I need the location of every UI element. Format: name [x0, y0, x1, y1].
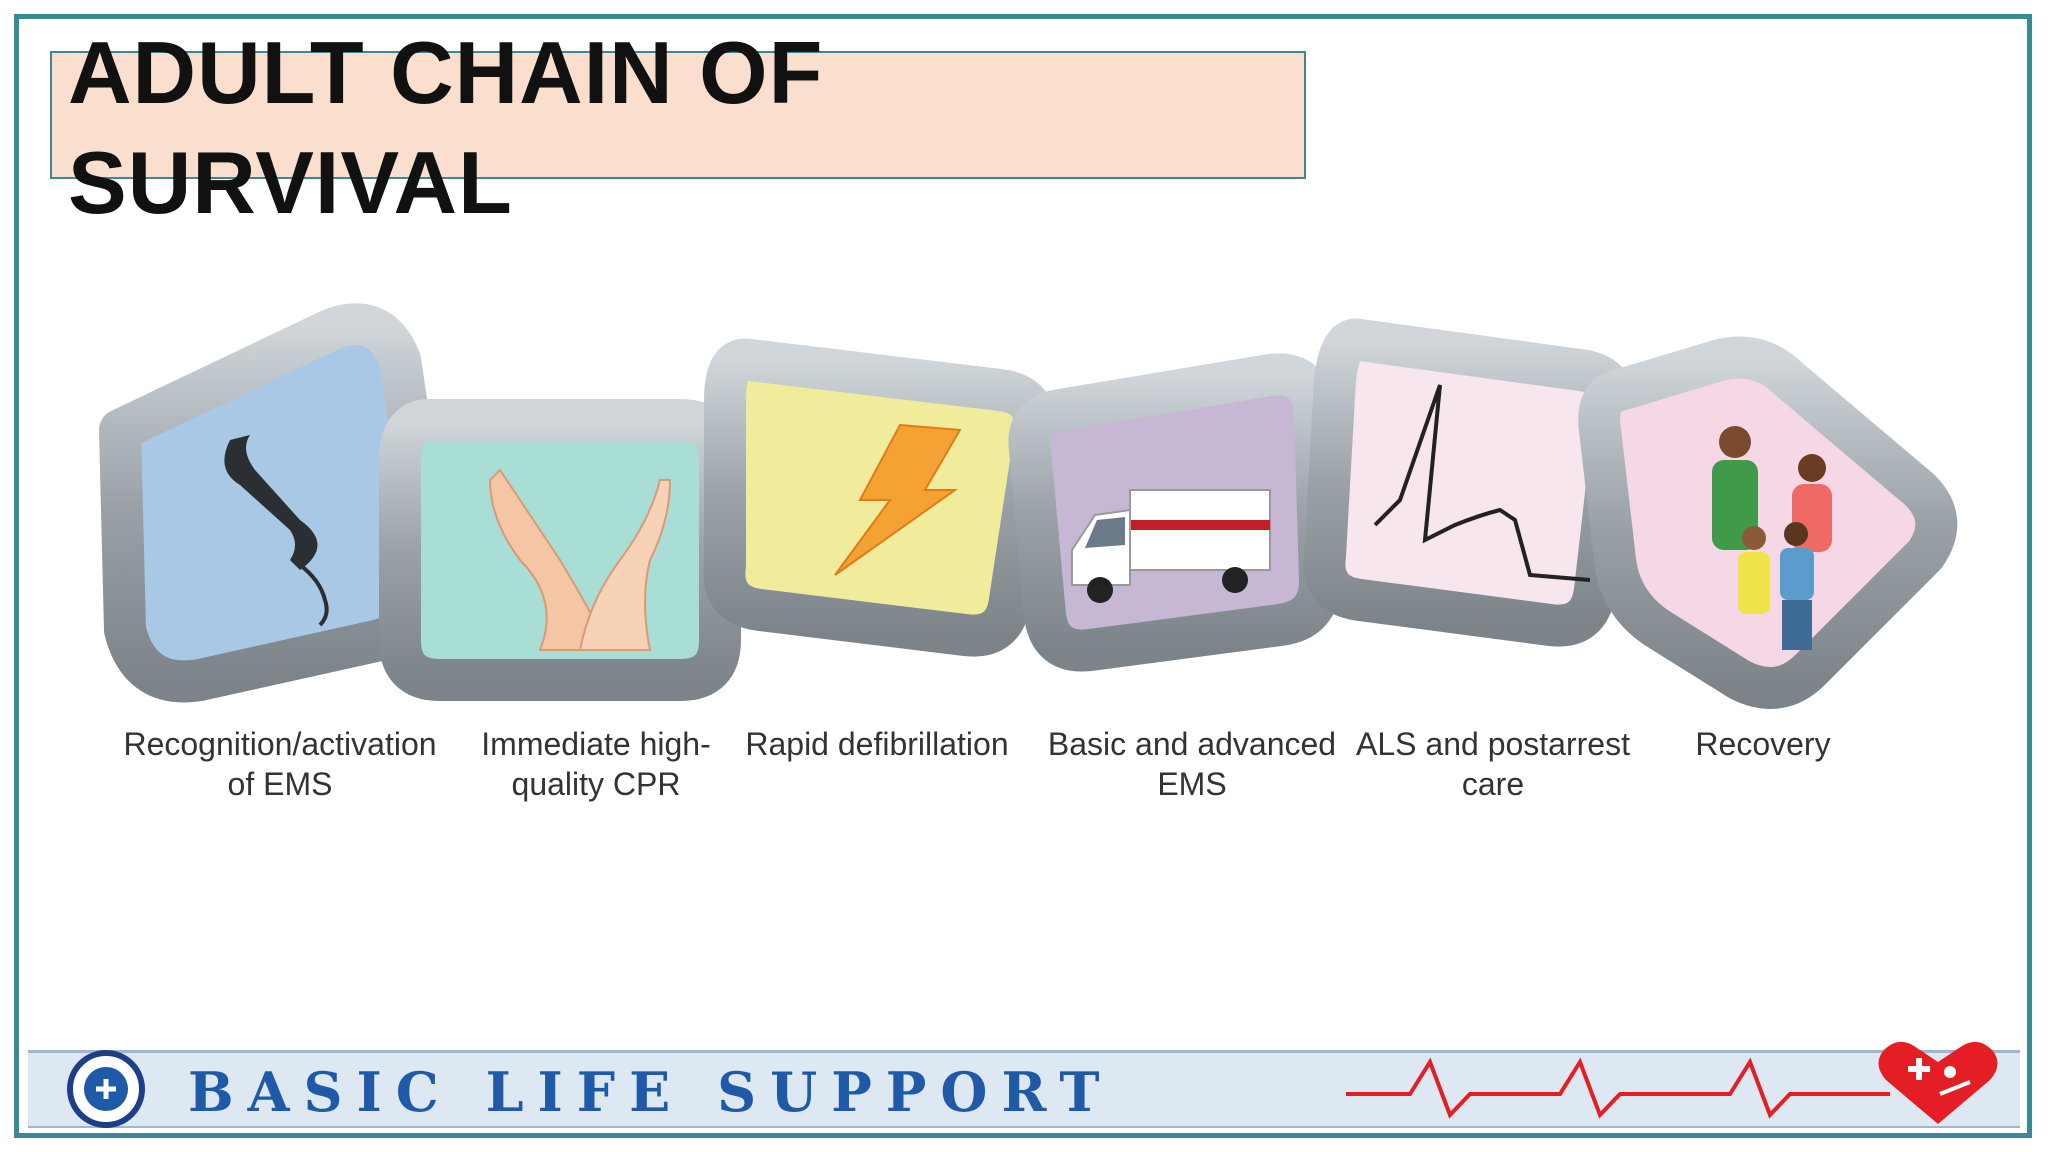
chain-link-als [1303, 318, 1637, 647]
chain-link-defibrillation [703, 338, 1057, 657]
hands-cpr-icon [488, 468, 672, 651]
caption-als: ALS and postarrest care [1356, 726, 1630, 802]
lightning-bolt-icon [834, 423, 962, 576]
caption-recognition: Recognition/activation of EMS [123, 726, 437, 802]
ecg-trace-icon [1373, 384, 1591, 582]
family-icon [1712, 426, 1832, 650]
telephone-icon [224, 435, 329, 627]
caption-recovery: Recovery [1695, 726, 1831, 762]
caption-cpr: Immediate high-quality CPR [481, 726, 711, 802]
slide-title: ADULT CHAIN OF SURVIVAL [68, 23, 824, 232]
chain-captions: Recognition/activation of EMS Immediate … [0, 724, 2048, 824]
caption-defibrillation: Rapid defibrillation [745, 726, 1009, 762]
chain-link-ems [1008, 353, 1341, 672]
footer-title: BASIC LIFE SUPPORT [188, 1060, 1114, 1124]
chain-link-cpr [379, 399, 741, 701]
chain-link-recovery [1578, 336, 1958, 709]
ambulance-icon [1071, 489, 1271, 603]
title-box [50, 51, 1306, 179]
caption-ems: Basic and advanced EMS [1047, 726, 1337, 802]
